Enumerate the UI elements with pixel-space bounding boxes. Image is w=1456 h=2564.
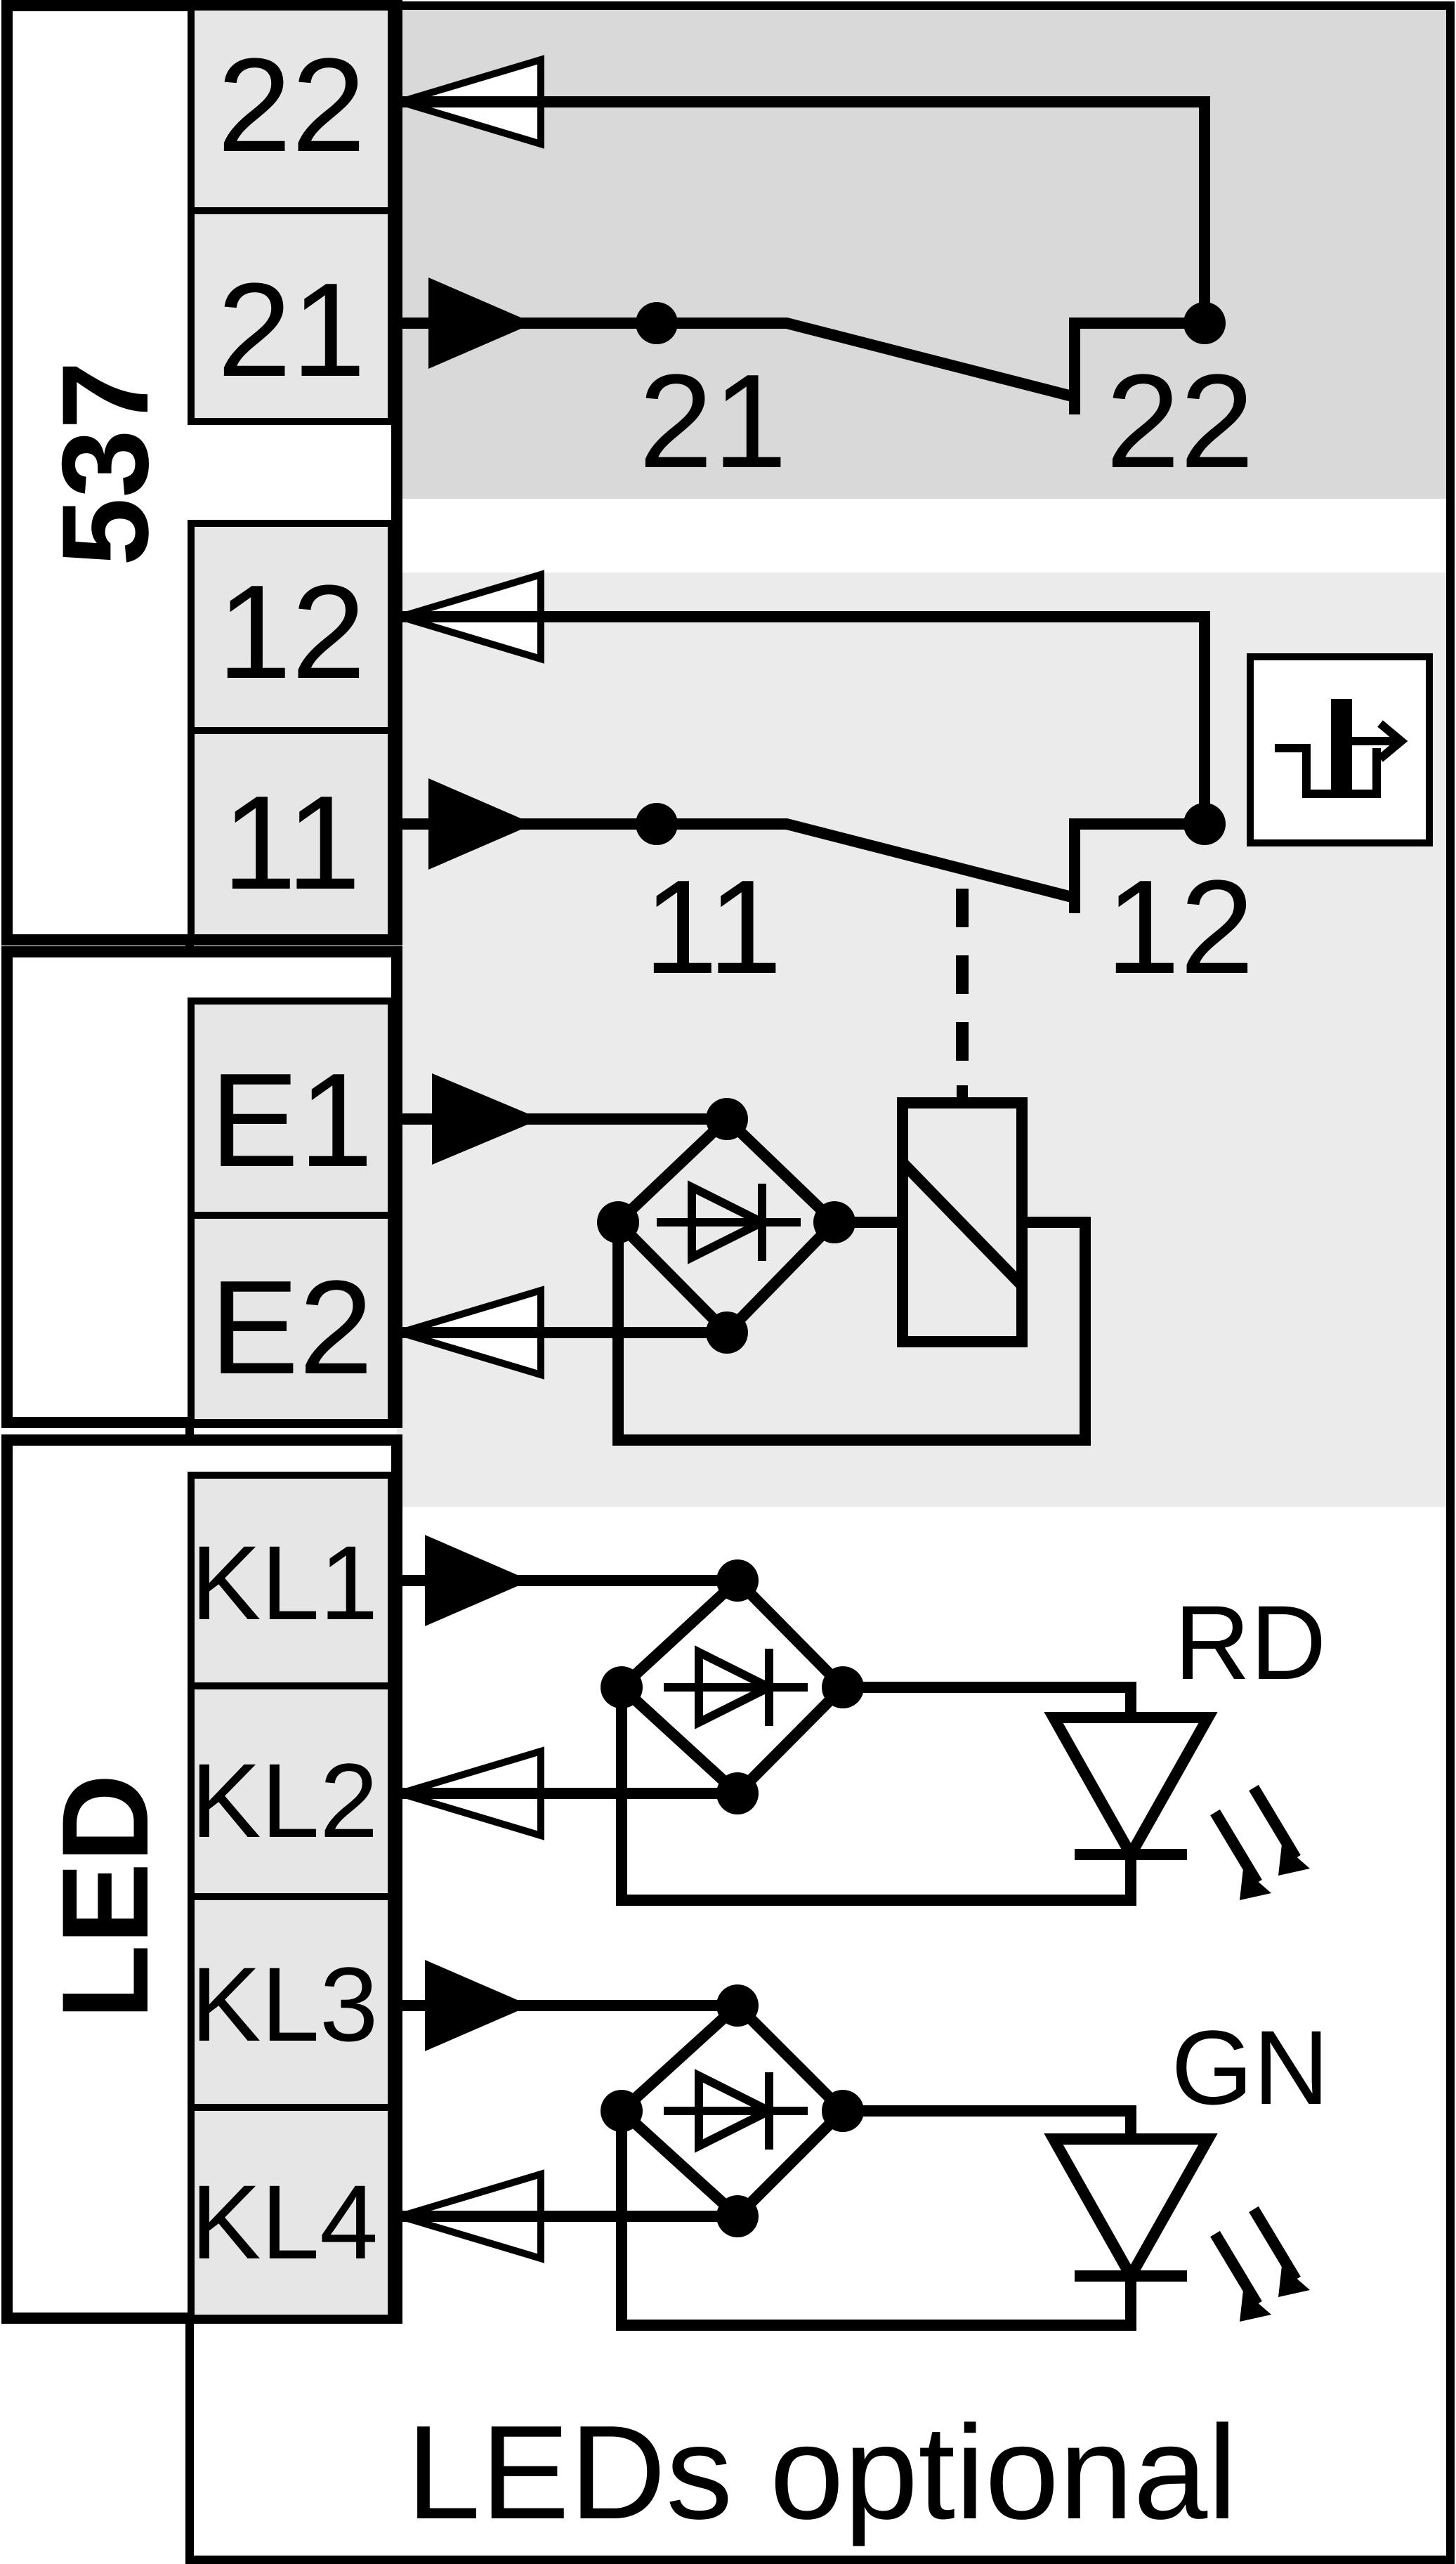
contact-label-12: 12 — [1106, 853, 1254, 1002]
terminal-block-kl3: KL3 — [188, 1893, 395, 2111]
bridge-rectifier-led-green — [601, 1984, 864, 2237]
coil-circuit — [388, 1073, 1091, 1446]
nc-contact-zone — [397, 7, 1449, 499]
contact-label-11: 11 — [643, 853, 782, 1002]
terminal-block-e1: E1 — [188, 998, 395, 1219]
terminal-block-kl4: KL4 — [188, 2104, 395, 2322]
svg-text:KL4: KL4 — [191, 2163, 379, 2281]
svg-text:12: 12 — [217, 558, 365, 707]
led-red-label: RD — [1174, 1583, 1327, 1701]
led-group-label: LED — [37, 1774, 174, 2020]
contact-label-22: 22 — [1106, 347, 1254, 496]
terminal-block-kl1: KL1 — [188, 1472, 395, 1689]
svg-text:E1: E1 — [210, 1046, 373, 1195]
terminal-block-12: 12 — [188, 520, 395, 734]
svg-text:KL1: KL1 — [191, 1524, 379, 1642]
svg-text:KL3: KL3 — [191, 1945, 379, 2063]
bridge-rectifier-led-red — [601, 1559, 864, 1814]
terminal-block-22: 22 — [188, 4, 395, 214]
contact-11-12: 11 12 — [388, 570, 1254, 1085]
leds-optional-caption: LEDs optional — [407, 2398, 1238, 2547]
led-green-icon — [1044, 2133, 1310, 2322]
contacts-group-label: 537 — [37, 361, 174, 566]
terminal-block-e2: E2 — [188, 1212, 395, 1426]
led-red-icon — [1044, 1712, 1310, 1900]
bridge-rectifier-coil — [597, 1098, 855, 1354]
svg-text:KL2: KL2 — [191, 1741, 379, 1859]
led-red-circuit: RD — [388, 1535, 1327, 1906]
svg-text:E2: E2 — [210, 1253, 373, 1402]
positive-opening-contact-icon — [1247, 653, 1433, 846]
led-green-label: GN — [1172, 2008, 1330, 2126]
svg-text:22: 22 — [217, 31, 365, 180]
led-green-circuit: GN — [388, 1960, 1330, 2331]
svg-text:11: 11 — [222, 768, 360, 917]
terminal-block-kl2: KL2 — [188, 1682, 395, 1900]
terminal-block-21: 21 — [188, 207, 395, 425]
terminal-block-11: 11 — [188, 727, 395, 941]
nc-contact-21-22: 21 22 — [388, 55, 1254, 496]
svg-text:21: 21 — [217, 256, 365, 405]
contact-label-21: 21 — [638, 347, 787, 496]
